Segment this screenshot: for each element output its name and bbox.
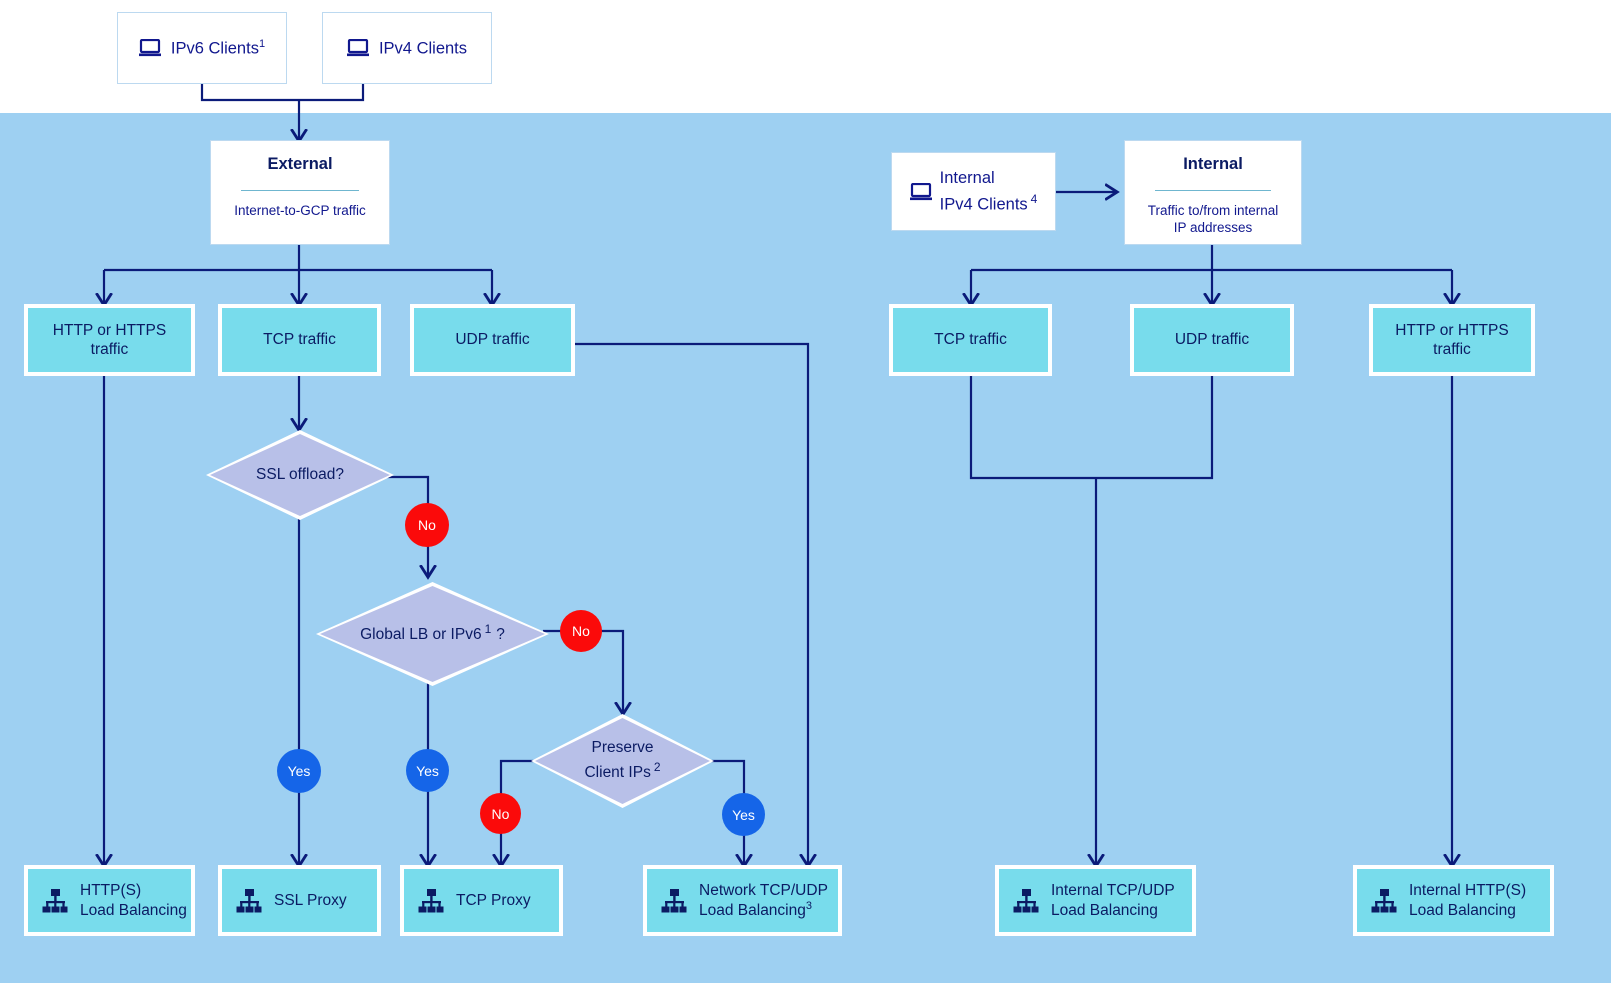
internal-client-line1: Internal — [939, 168, 995, 187]
badge-yes-ssl-offload: Yes — [277, 749, 321, 793]
laptop-icon — [346, 38, 369, 57]
decision-suffix: ? — [496, 626, 505, 644]
product-label: SSL Proxy — [274, 891, 347, 909]
badge-yes-global-lb: Yes — [406, 749, 449, 792]
product-label: Internal TCP/UDP Load Balancing — [1051, 882, 1175, 919]
client-label: IPv4 Clients — [378, 39, 468, 58]
traffic-label: TCP traffic — [934, 331, 1007, 349]
product-text: Network TCP/UDP Load Balancing — [699, 881, 828, 920]
load-balancer-icon — [1013, 888, 1039, 913]
product-label: TCP Proxy — [456, 891, 531, 909]
product-label: Network TCP/UDP Load Balancing3 — [699, 881, 828, 921]
decision-text: Preserve Client IPs — [584, 738, 654, 782]
traffic-box-internal-tcp[interactable]: TCP traffic — [889, 304, 1052, 376]
divider — [1154, 190, 1272, 191]
traffic-box-internal-udp[interactable]: UDP traffic — [1130, 304, 1294, 376]
decision-label: SSL offload? — [256, 465, 344, 483]
product-box-tcp-proxy[interactable]: TCP Proxy — [400, 865, 563, 936]
product-label: Internal HTTP(S) Load Balancing — [1409, 882, 1527, 919]
traffic-label: TCP traffic — [263, 331, 336, 349]
load-balancer-icon — [418, 888, 444, 913]
badge-label: Yes — [732, 806, 755, 823]
traffic-label: UDP traffic — [455, 331, 530, 349]
product-box-ssl-proxy[interactable]: SSL Proxy — [218, 865, 381, 936]
scope-title: Internal — [1183, 155, 1243, 173]
traffic-label: HTTP or HTTPS traffic — [1395, 321, 1509, 358]
badge-no-preserve-client-ips: No — [480, 793, 521, 834]
badge-label: No — [491, 805, 510, 822]
client-box-ipv6[interactable]: IPv6 Clients1 — [117, 12, 287, 84]
traffic-box-external-tcp[interactable]: TCP traffic — [218, 304, 381, 376]
badge-label: Yes — [287, 763, 311, 779]
badge-label: Yes — [416, 762, 439, 779]
divider — [241, 190, 359, 191]
client-label: IPv6 Clients — [170, 39, 259, 58]
decision-text: Global LB or IPv6 — [360, 626, 482, 644]
traffic-box-external-http[interactable]: HTTP or HTTPS traffic — [24, 304, 195, 376]
scope-subtitle: Traffic to/from internal IP addresses — [1147, 203, 1279, 235]
internal-client-footnote: 4 — [1030, 192, 1038, 207]
badge-yes-preserve-client-ips: Yes — [722, 793, 765, 836]
load-balancer-icon — [236, 888, 262, 913]
badge-label: No — [418, 517, 436, 533]
badge-no-ssl-offload: No — [405, 503, 449, 547]
laptop-icon — [138, 38, 161, 57]
decision-footnote: 2 — [653, 760, 661, 775]
traffic-label: UDP traffic — [1174, 331, 1250, 349]
scope-box-external: External Internet-to-GCP traffic — [210, 140, 390, 245]
decision-footnote: 1 — [484, 622, 492, 637]
badge-label: No — [572, 623, 590, 639]
internal-client-line2: IPv4 Clients — [939, 195, 1028, 214]
product-footnote: 3 — [805, 899, 812, 912]
load-balancer-icon — [42, 888, 68, 913]
product-box-internal-tcp-udp-load-balancing[interactable]: Internal TCP/UDP Load Balancing — [995, 865, 1196, 936]
scope-title: External — [267, 155, 333, 173]
product-label: HTTP(S) Load Balancing — [80, 882, 187, 919]
client-footnote: 1 — [258, 37, 266, 50]
product-box-network-tcp-udp-load-balancing[interactable]: Network TCP/UDP Load Balancing3 — [643, 865, 842, 936]
load-balancer-icon — [661, 888, 687, 913]
load-balancer-icon — [1371, 888, 1397, 913]
decision-ssl-offload[interactable]: SSL offload? — [206, 430, 394, 520]
scope-subtitle: Internet-to-GCP traffic — [234, 203, 366, 218]
traffic-label: HTTP or HTTPS traffic — [52, 321, 167, 358]
product-box-https-load-balancing[interactable]: HTTP(S) Load Balancing — [24, 865, 195, 936]
badge-no-global-lb: No — [560, 610, 602, 652]
client-box-ipv4[interactable]: IPv4 Clients — [322, 12, 492, 84]
traffic-box-external-udp[interactable]: UDP traffic — [410, 304, 575, 376]
traffic-box-internal-http[interactable]: HTTP or HTTPS traffic — [1369, 304, 1535, 376]
scope-box-internal: Internal Traffic to/from internal IP add… — [1124, 140, 1302, 245]
laptop-icon — [909, 182, 932, 201]
product-box-internal-https-load-balancing[interactable]: Internal HTTP(S) Load Balancing — [1353, 865, 1554, 936]
